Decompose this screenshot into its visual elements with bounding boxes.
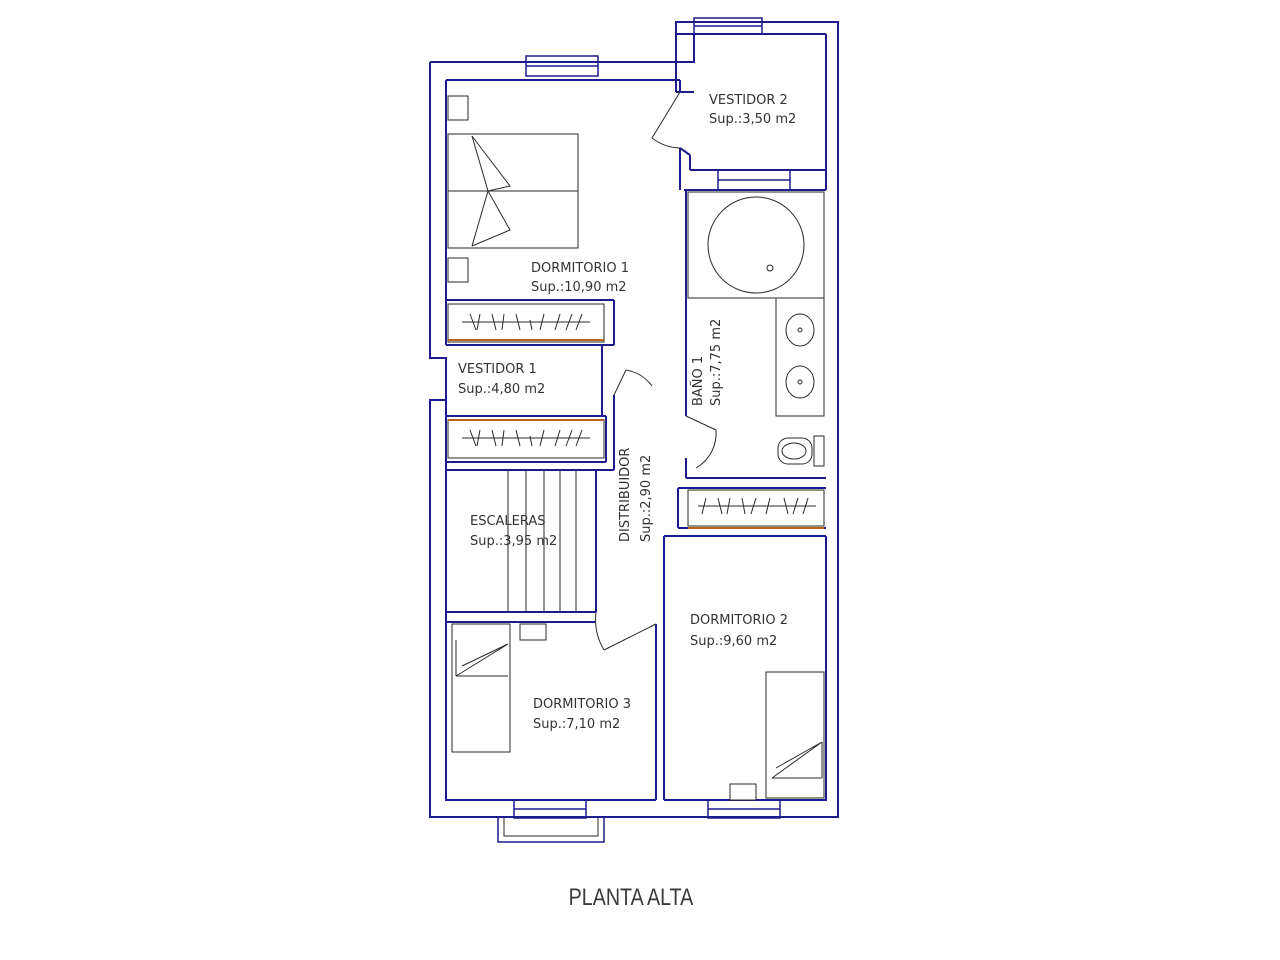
room-area-bano-1: Sup.:7,75 m2 xyxy=(709,319,724,406)
room-name-dormitorio-1: DORMITORIO 1 xyxy=(531,261,629,276)
doors xyxy=(595,91,717,651)
room-area-vestidor-1: Sup.:4,80 m2 xyxy=(458,382,545,397)
room-name-escaleras: ESCALERAS xyxy=(470,514,546,529)
double-bed-icon xyxy=(447,95,579,283)
single-bed-icon xyxy=(729,671,825,801)
single-bed-icon xyxy=(451,623,547,753)
sink-icon xyxy=(775,297,825,417)
windows xyxy=(497,17,791,843)
wardrobe-icon xyxy=(447,419,605,459)
room-name-dormitorio-3: DORMITORIO 3 xyxy=(533,697,631,712)
room-area-dormitorio-3: Sup.:7,10 m2 xyxy=(533,717,620,732)
stairs-icon xyxy=(507,470,577,612)
bathtub-icon xyxy=(687,191,825,299)
room-name-bano-1: BAÑO 1 xyxy=(690,356,706,406)
room-labels: VESTIDOR 2 Sup.:3,50 m2 DORMITORIO 1 Sup… xyxy=(458,93,796,732)
room-name-vestidor-1: VESTIDOR 1 xyxy=(458,362,537,377)
wardrobe-icon xyxy=(447,303,605,343)
room-area-vestidor-2: Sup.:3,50 m2 xyxy=(709,112,796,127)
room-area-dormitorio-2: Sup.:9,60 m2 xyxy=(690,634,777,649)
plan-title: PLANTA ALTA xyxy=(569,883,694,910)
room-name-distribuidor: DISTRIBUIDOR xyxy=(618,448,633,542)
furniture xyxy=(447,95,825,801)
wardrobe-icon xyxy=(687,489,825,529)
room-name-dormitorio-2: DORMITORIO 2 xyxy=(690,613,788,628)
room-name-vestidor-2: VESTIDOR 2 xyxy=(709,93,788,108)
room-area-escaleras: Sup.:3,95 m2 xyxy=(470,534,557,549)
toilet-icon xyxy=(777,435,825,467)
room-area-distribuidor: Sup.:2,90 m2 xyxy=(639,455,654,542)
interior-walls xyxy=(446,34,826,800)
room-area-dormitorio-1: Sup.:10,90 m2 xyxy=(531,280,627,295)
